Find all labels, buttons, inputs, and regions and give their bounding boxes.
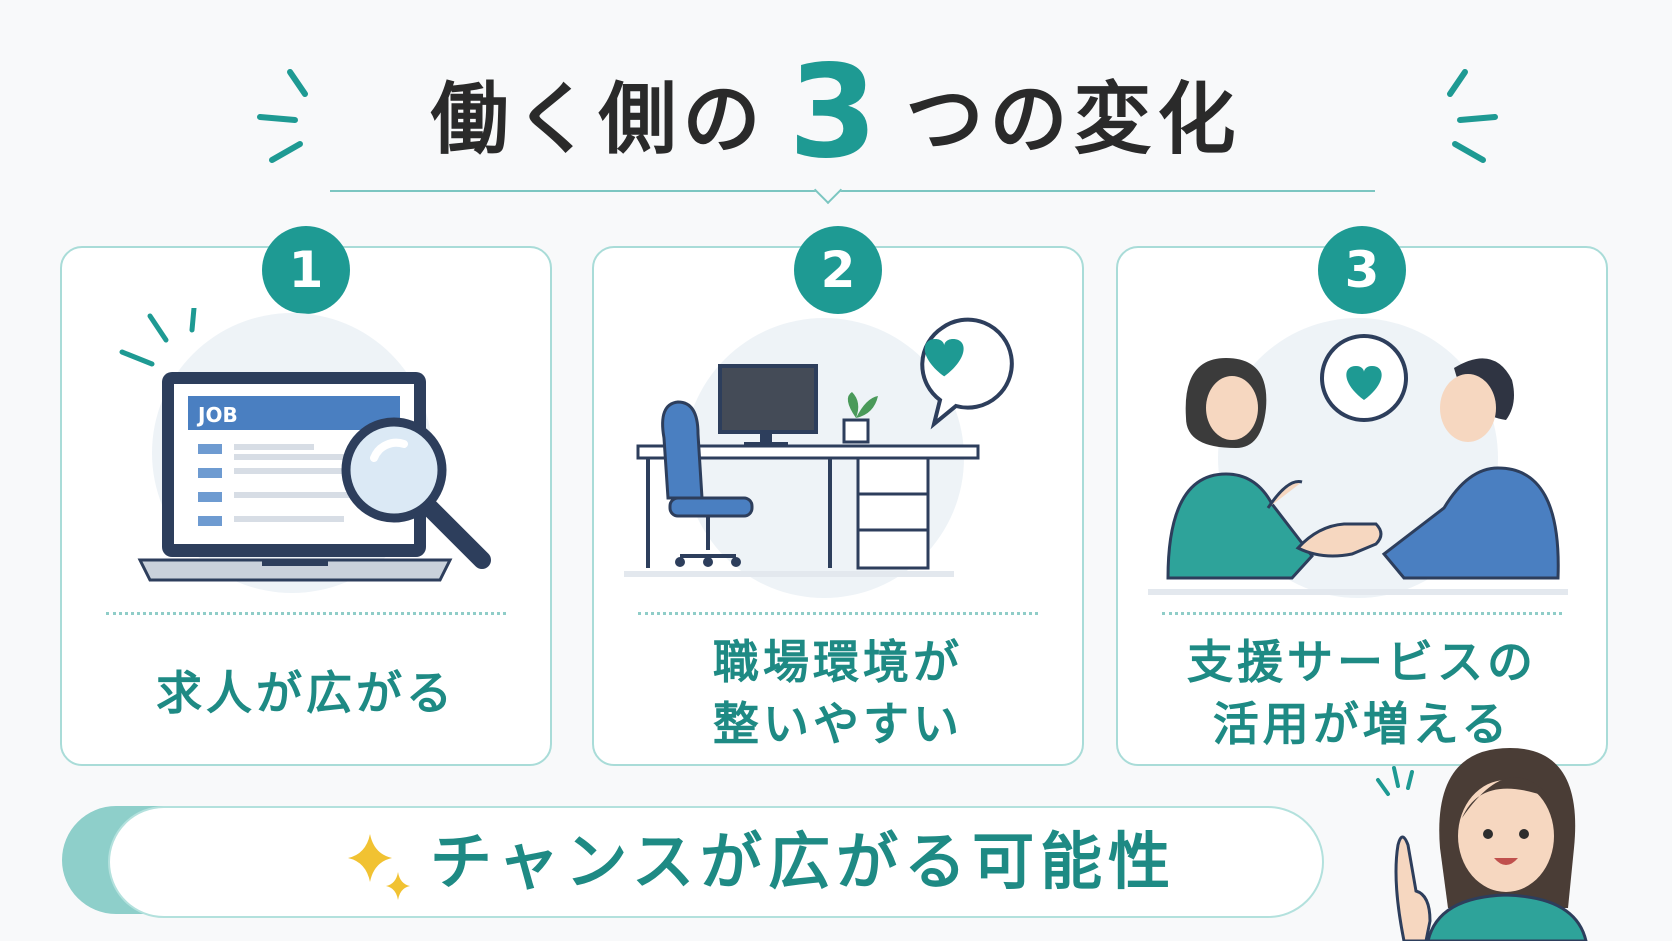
handshake-support-icon — [1148, 318, 1568, 598]
card-divider — [106, 612, 506, 615]
job-label: JOB — [196, 403, 238, 427]
heart-bubble-icon — [1320, 334, 1408, 422]
banner-text: チャンスが広がる可能性 — [430, 825, 1177, 898]
title-part1: 働く側の — [430, 75, 767, 165]
change-card-2: 2 職場環境が 整いやすい — [592, 226, 1084, 766]
title-underline — [330, 190, 1375, 192]
card-label-line: 職場環境が — [713, 635, 963, 689]
card-label-line: 整いやすい — [713, 697, 963, 751]
title-part2: つの変化 — [905, 75, 1242, 165]
card-label: 職場環境が 整いやすい — [594, 628, 1082, 758]
card-divider — [638, 612, 1038, 615]
card-label: 支援サービスの 活用が増える — [1118, 628, 1606, 758]
desk-workspace-icon — [624, 317, 1014, 598]
card-label-line: 求人が広がる — [156, 666, 456, 720]
card-label-line: 支援サービスの — [1187, 635, 1537, 689]
card-label-line: 活用が増える — [1212, 697, 1512, 751]
conclusion-banner — [108, 806, 1324, 918]
right-accent-lines-icon — [1447, 69, 1498, 163]
card-number-badge: 2 — [794, 226, 882, 314]
card-divider — [1162, 612, 1562, 615]
card-number-badge: 3 — [1318, 226, 1406, 314]
pointing-woman-icon — [1376, 748, 1588, 941]
left-accent-lines-icon — [257, 69, 308, 163]
title-number: 3 — [788, 38, 884, 187]
sparkle-icon — [348, 834, 410, 900]
heart-bubble-icon — [920, 317, 1014, 430]
change-card-1: 1 JOB 求人が広がる — [60, 226, 552, 766]
card-number-badge: 1 — [262, 226, 350, 314]
laptop-job-search-icon: JOB — [119, 308, 491, 593]
card-label: 求人が広がる — [62, 628, 550, 758]
change-card-3: 3 支援サービスの 活用が増える — [1116, 226, 1608, 766]
